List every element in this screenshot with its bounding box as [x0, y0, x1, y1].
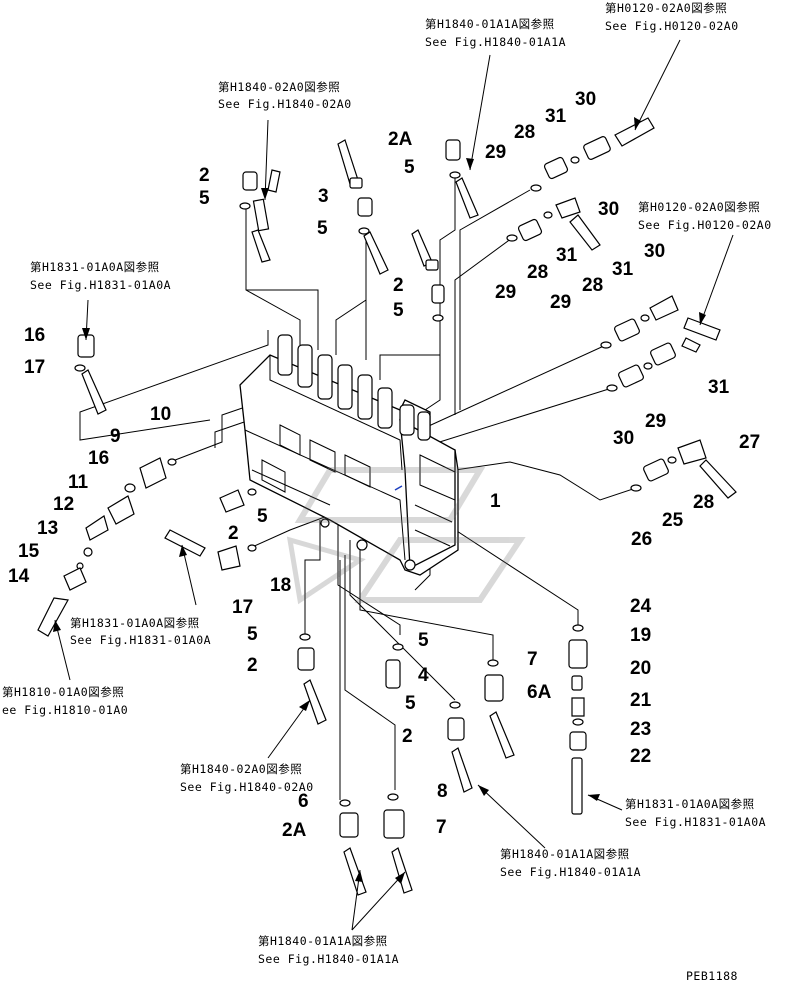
reference-jp: 第H1840-01A1A図参照: [258, 934, 388, 948]
figure-references: 第H1840-01A1A図参照 See Fig.H1840-01A1A 第H01…: [2, 1, 772, 966]
reference-en: See Fig.H0120-02A0: [605, 19, 739, 33]
callout-7: 7: [527, 649, 538, 670]
callout-5: 5: [257, 506, 268, 527]
leader-lines: [79, 175, 637, 800]
callout-11: 12: [53, 494, 74, 515]
callout-5: 5: [404, 157, 415, 178]
control-valve-body: [239, 334, 459, 576]
callout-19: 20: [630, 658, 651, 679]
reference-jp: 第H1840-01A1A図参照: [425, 17, 555, 31]
callout-numbers: 1 2 2 2 2 2 2A 2A 3 4 5 5 5 5 5 5 5 5 6 …: [8, 89, 760, 841]
reference-en: See Fig.H1840-02A0: [180, 780, 314, 794]
callout-3: 3: [318, 186, 329, 207]
callout-5: 5: [247, 624, 258, 645]
reference-en: ee Fig.H1810-01A0: [2, 703, 128, 717]
callout-29: 30: [613, 428, 634, 449]
callout-22: 23: [630, 719, 651, 740]
callout-28: 28: [582, 275, 603, 296]
callout-30: 30: [598, 199, 619, 220]
fittings: [37, 117, 737, 896]
callout-21: 22: [630, 746, 651, 767]
reference-jp: 第H1831-01A0A図参照: [625, 797, 755, 811]
callout-30: 30: [644, 241, 665, 262]
callout-7: 8: [437, 781, 448, 802]
reference-jp: 第H1840-02A0図参照: [180, 762, 302, 776]
callout-2a: 2A: [388, 129, 413, 150]
reference-en: See Fig.H1831-01A0A: [625, 815, 766, 829]
callout-6: 6A: [527, 682, 552, 703]
callout-10: 11: [68, 472, 89, 493]
callout-9: 10: [150, 404, 171, 425]
reference-en: See Fig.H1831-01A0A: [70, 633, 211, 647]
reference-en: See Fig.H1831-01A0A: [30, 278, 171, 292]
callout-18: 19: [630, 625, 651, 646]
callout-28: 29: [645, 411, 666, 432]
callout-2: 2: [393, 275, 404, 296]
callout-1: 1: [490, 491, 501, 512]
callout-31: 31: [545, 106, 567, 127]
callout-12: 13: [37, 518, 58, 539]
callout-16: 16: [24, 325, 45, 346]
reference-jp: 第H1840-01A1A図参照: [500, 847, 630, 861]
callout-23: 24: [630, 596, 652, 617]
reference-en: See Fig.H1840-01A1A: [425, 35, 566, 49]
callout-13: 14: [8, 566, 30, 587]
callout-5: 5: [199, 188, 210, 209]
callout-5: 6: [298, 791, 309, 812]
callout-17: 18: [270, 575, 291, 596]
callout-27: 28: [693, 492, 714, 513]
callout-31: 31: [612, 259, 634, 280]
reference-jp: 第H0120-02A0図参照: [638, 200, 760, 214]
reference-jp: 第H1810-01A0図参照: [2, 685, 124, 699]
callout-30: 31: [708, 377, 730, 398]
reference-jp: 第H1840-02A0図参照: [218, 80, 340, 94]
reference-arrows: [53, 39, 734, 931]
callout-5: 5: [405, 693, 416, 714]
callout-28: 28: [514, 122, 535, 143]
callout-25: 26: [631, 529, 652, 550]
callout-8: 9: [110, 426, 121, 447]
callout-28: 28: [527, 262, 548, 283]
callout-2: 2: [402, 726, 413, 747]
callout-29: 29: [485, 142, 506, 163]
callout-6a: 7: [436, 817, 447, 838]
callout-2: 2: [228, 523, 239, 544]
callout-2: 2: [199, 165, 210, 186]
callout-2a: 2A: [282, 820, 307, 841]
callout-5: 5: [317, 218, 328, 239]
reference-jp: 第H0120-02A0図参照: [605, 1, 727, 15]
reference-en: See Fig.H1840-01A1A: [258, 952, 399, 966]
callout-20: 21: [630, 690, 652, 711]
callout-17: 17: [24, 357, 45, 378]
callout-2: 2: [247, 655, 258, 676]
watermark-logo: [286, 467, 526, 605]
reference-jp: 第H1831-01A0A図参照: [30, 260, 160, 274]
reference-en: See Fig.H0120-02A0: [638, 218, 772, 232]
callout-26: 27: [739, 432, 760, 453]
callout-29: 29: [495, 282, 516, 303]
reference-jp: 第H1831-01A0A図参照: [70, 616, 200, 630]
callout-16: 17: [232, 597, 253, 618]
callout-29: 29: [550, 292, 571, 313]
reference-en: See Fig.H1840-01A1A: [500, 865, 641, 879]
callout-24: 25: [662, 510, 684, 531]
callout-15: 16: [88, 448, 109, 469]
callout-30: 30: [575, 89, 596, 110]
callout-5: 5: [393, 300, 404, 321]
callout-5: 5: [418, 630, 429, 651]
reference-en: See Fig.H1840-02A0: [218, 97, 352, 111]
callout-31: 31: [556, 245, 578, 266]
callout-14: 15: [18, 541, 40, 562]
drawing-code: PEB1188: [686, 969, 738, 983]
callout-4: 4: [418, 665, 429, 686]
